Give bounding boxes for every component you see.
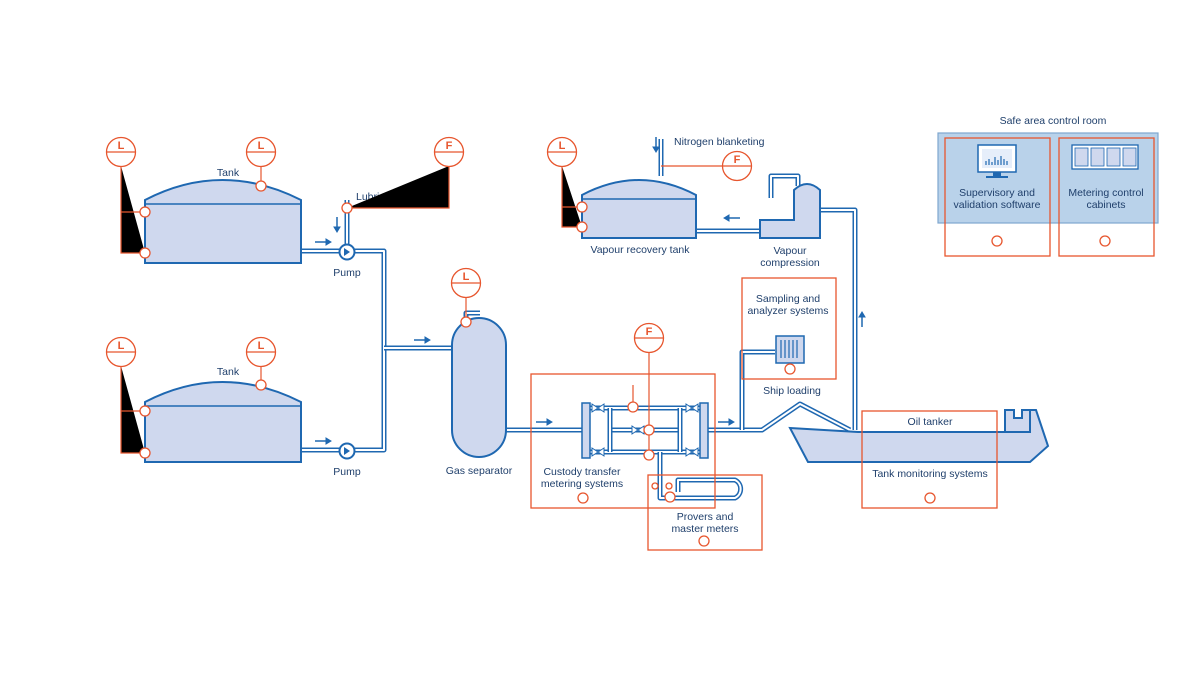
tank-1[interactable]: Tank bbox=[144, 167, 302, 264]
oil-tanker[interactable] bbox=[788, 409, 1050, 463]
level-indicator[interactable]: L bbox=[105, 136, 137, 168]
pump-1[interactable]: Pump bbox=[333, 243, 361, 280]
sampling-label-1: Sampling and bbox=[756, 293, 820, 305]
svg-text:L: L bbox=[118, 140, 125, 152]
custody-box[interactable] bbox=[530, 373, 716, 509]
provers-box[interactable] bbox=[647, 474, 763, 551]
level-indicator[interactable]: L bbox=[450, 267, 482, 299]
pump-1-label: Pump bbox=[333, 267, 361, 279]
sampling-marker[interactable] bbox=[784, 363, 796, 375]
level-indicator[interactable]: L bbox=[546, 136, 578, 168]
svg-text:F: F bbox=[734, 154, 741, 166]
svg-text:L: L bbox=[559, 140, 566, 152]
flow-arrows bbox=[315, 137, 866, 445]
provers-label-2: master meters bbox=[671, 523, 738, 535]
custody-marker[interactable] bbox=[577, 492, 589, 504]
tank-monitoring-box[interactable] bbox=[861, 410, 998, 509]
svg-text:F: F bbox=[646, 326, 653, 338]
svg-text:L: L bbox=[258, 140, 265, 152]
svg-text:L: L bbox=[118, 340, 125, 352]
flow-indicator[interactable]: F bbox=[633, 322, 665, 354]
supervisory-box[interactable] bbox=[944, 137, 1051, 257]
tank-2[interactable]: Tank bbox=[144, 366, 302, 463]
vapour-recovery-tank-label: Vapour recovery tank bbox=[590, 244, 690, 256]
tank-monitoring-label: Tank monitoring systems bbox=[872, 468, 988, 480]
custody-label-2: metering systems bbox=[541, 478, 623, 490]
level-indicator[interactable]: L bbox=[245, 136, 277, 168]
supervisory-label-1: Supervisory and bbox=[959, 187, 1035, 199]
instrument-lines bbox=[120, 165, 722, 455]
pump-2[interactable]: Pump bbox=[333, 442, 361, 479]
cabinets-icon bbox=[1071, 144, 1139, 170]
vapour-recovery-tank[interactable]: Vapour recovery tank bbox=[581, 179, 697, 256]
svg-text:L: L bbox=[463, 271, 470, 283]
tank-2-label: Tank bbox=[217, 366, 240, 378]
custody-label-1: Custody transfer bbox=[543, 466, 621, 478]
flow-indicator[interactable]: F bbox=[433, 136, 465, 168]
ship-loading-label: Ship loading bbox=[763, 385, 821, 397]
system-boxes: Sampling and analyzer systems Ship loadi… bbox=[530, 277, 998, 551]
svg-text:L: L bbox=[258, 340, 265, 352]
cabinets-box[interactable] bbox=[1058, 137, 1155, 257]
provers-label-1: Provers and bbox=[677, 511, 734, 523]
tank-monitoring-marker[interactable] bbox=[924, 492, 936, 504]
pump-2-label: Pump bbox=[333, 466, 361, 478]
level-indicator[interactable]: L bbox=[245, 336, 277, 368]
supervisory-label-2: validation software bbox=[954, 199, 1041, 211]
svg-text:F: F bbox=[446, 140, 453, 152]
vapour-compression-label-2: compression bbox=[760, 257, 820, 269]
cabinets-label-2: cabinets bbox=[1086, 199, 1125, 211]
control-room-label: Safe area control room bbox=[1000, 115, 1107, 127]
provers-marker[interactable] bbox=[698, 535, 710, 547]
oil-tanker-label: Oil tanker bbox=[908, 416, 953, 428]
gas-separator[interactable]: Gas separator bbox=[446, 317, 513, 477]
cabinets-marker[interactable] bbox=[1099, 235, 1111, 247]
flow-indicator[interactable]: F bbox=[721, 150, 753, 182]
vapour-compression[interactable]: Vapour compression bbox=[759, 183, 821, 269]
vapour-compression-label-1: Vapour bbox=[773, 245, 807, 257]
tank-1-label: Tank bbox=[217, 167, 240, 179]
level-indicator[interactable]: L bbox=[105, 336, 137, 368]
sampling-label-2: analyzer systems bbox=[747, 305, 828, 317]
cabinets-label-1: Metering control bbox=[1068, 187, 1143, 199]
nitrogen-blanketing-label: Nitrogen blanketing bbox=[674, 136, 765, 148]
sampling-box[interactable] bbox=[741, 277, 837, 380]
connection-points bbox=[139, 180, 676, 503]
safe-area-control-room: Safe area control room Supervisory and v… bbox=[937, 115, 1159, 257]
supervisory-marker[interactable] bbox=[991, 235, 1003, 247]
instrument-bubbles: L L F L L L L bbox=[105, 136, 753, 368]
monitor-icon bbox=[977, 144, 1017, 178]
gas-separator-label: Gas separator bbox=[446, 465, 513, 477]
analyzer-icon bbox=[775, 335, 805, 364]
metering-skid bbox=[581, 402, 709, 459]
